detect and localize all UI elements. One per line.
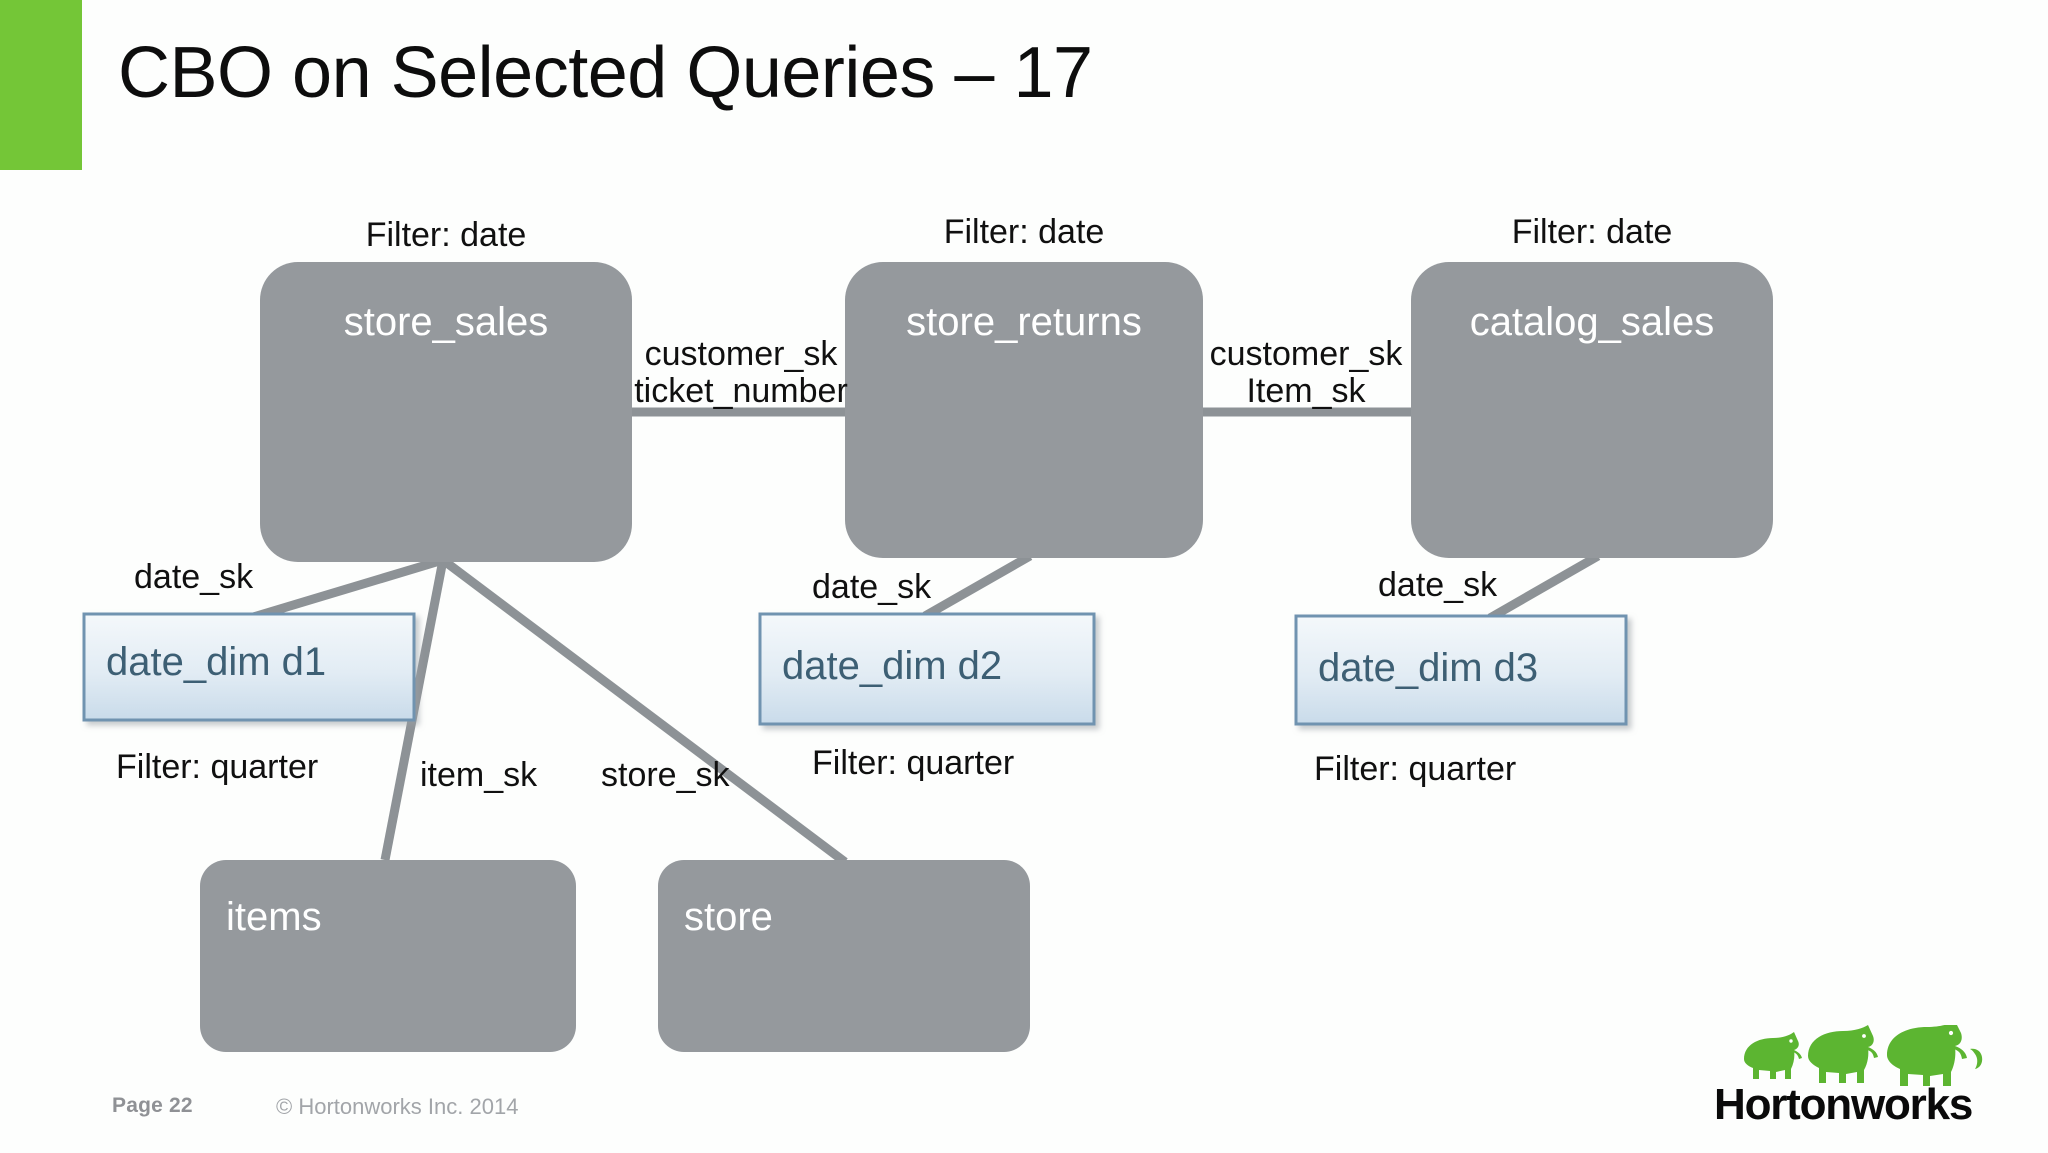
filter-label-date-dim-d3: Filter: quarter [1314, 750, 1517, 788]
node-label-store-sales: store_sales [343, 300, 549, 344]
join-key-line-1: customer_sk [1209, 335, 1403, 373]
edge-group [248, 407, 1601, 866]
node-date-dim-d3[interactable] [1294, 614, 1628, 726]
node-catalog-sales[interactable] [1411, 262, 1773, 558]
edge-store-sales-store [440, 556, 848, 866]
filter-label-date-dim-d1: Filter: quarter [116, 748, 319, 786]
filter-label-store-returns: Filter: date [943, 213, 1105, 251]
join-key-store-sales-date-dim-d1: date_sk [134, 558, 254, 596]
node-label-store: store [684, 895, 773, 939]
join-key-line-2: ticket_number [634, 371, 848, 410]
join-key-store-sales-items: item_sk [420, 756, 538, 794]
title-accent-bar [0, 0, 82, 170]
node-label-items: items [226, 895, 322, 939]
node-label-store-returns: store_returns [906, 300, 1142, 344]
footer-page-number: Page 22 [112, 1094, 193, 1117]
join-key-store-returns-date-dim-d2: date_sk [812, 568, 932, 606]
node-store[interactable] [658, 860, 1030, 1052]
node-label-date-dim-d3: date_dim d3 [1318, 646, 1539, 690]
join-key-catalog-sales-date-dim-d3: date_sk [1378, 566, 1498, 604]
node-date-dim-d1[interactable] [82, 612, 416, 722]
edge-catalog-sales-date-dim-d3 [1487, 552, 1601, 622]
three-elephants-icon [1744, 1025, 1983, 1086]
edge-store-sales-date-dim-d1 [248, 555, 445, 623]
logo-wordmark: Hortonworks [1714, 1080, 1973, 1129]
node-store-sales[interactable] [260, 262, 632, 562]
node-label-date-dim-d2: date_dim d2 [782, 644, 1003, 688]
join-key-store-sales-store: store_sk [601, 756, 730, 794]
join-key-line-1: customer_sk [644, 335, 838, 373]
filter-label-store-sales: Filter: date [365, 216, 527, 254]
join-key-line-2: Item_sk [1246, 371, 1366, 410]
node-label-catalog-sales: catalog_sales [1469, 300, 1715, 344]
join-key-store-sales-store-returns: customer_sk ticket_number [630, 336, 852, 409]
join-key-store-returns-catalog-sales: customer_sk Item_sk [1198, 336, 1414, 409]
node-items[interactable] [200, 860, 576, 1052]
node-label-date-dim-d1: date_dim d1 [106, 640, 327, 684]
footer-copyright: © Hortonworks Inc. 2014 [276, 1094, 519, 1119]
hortonworks-logo: Hortonworks [1714, 1025, 2014, 1133]
page-title: CBO on Selected Queries – 17 [118, 33, 1093, 113]
node-date-dim-d2[interactable] [758, 612, 1096, 726]
filter-label-catalog-sales: Filter: date [1511, 213, 1673, 251]
node-store-returns[interactable] [845, 262, 1203, 558]
filter-label-date-dim-d2: Filter: quarter [812, 744, 1015, 782]
edge-store-returns-date-dim-d2 [922, 552, 1033, 620]
